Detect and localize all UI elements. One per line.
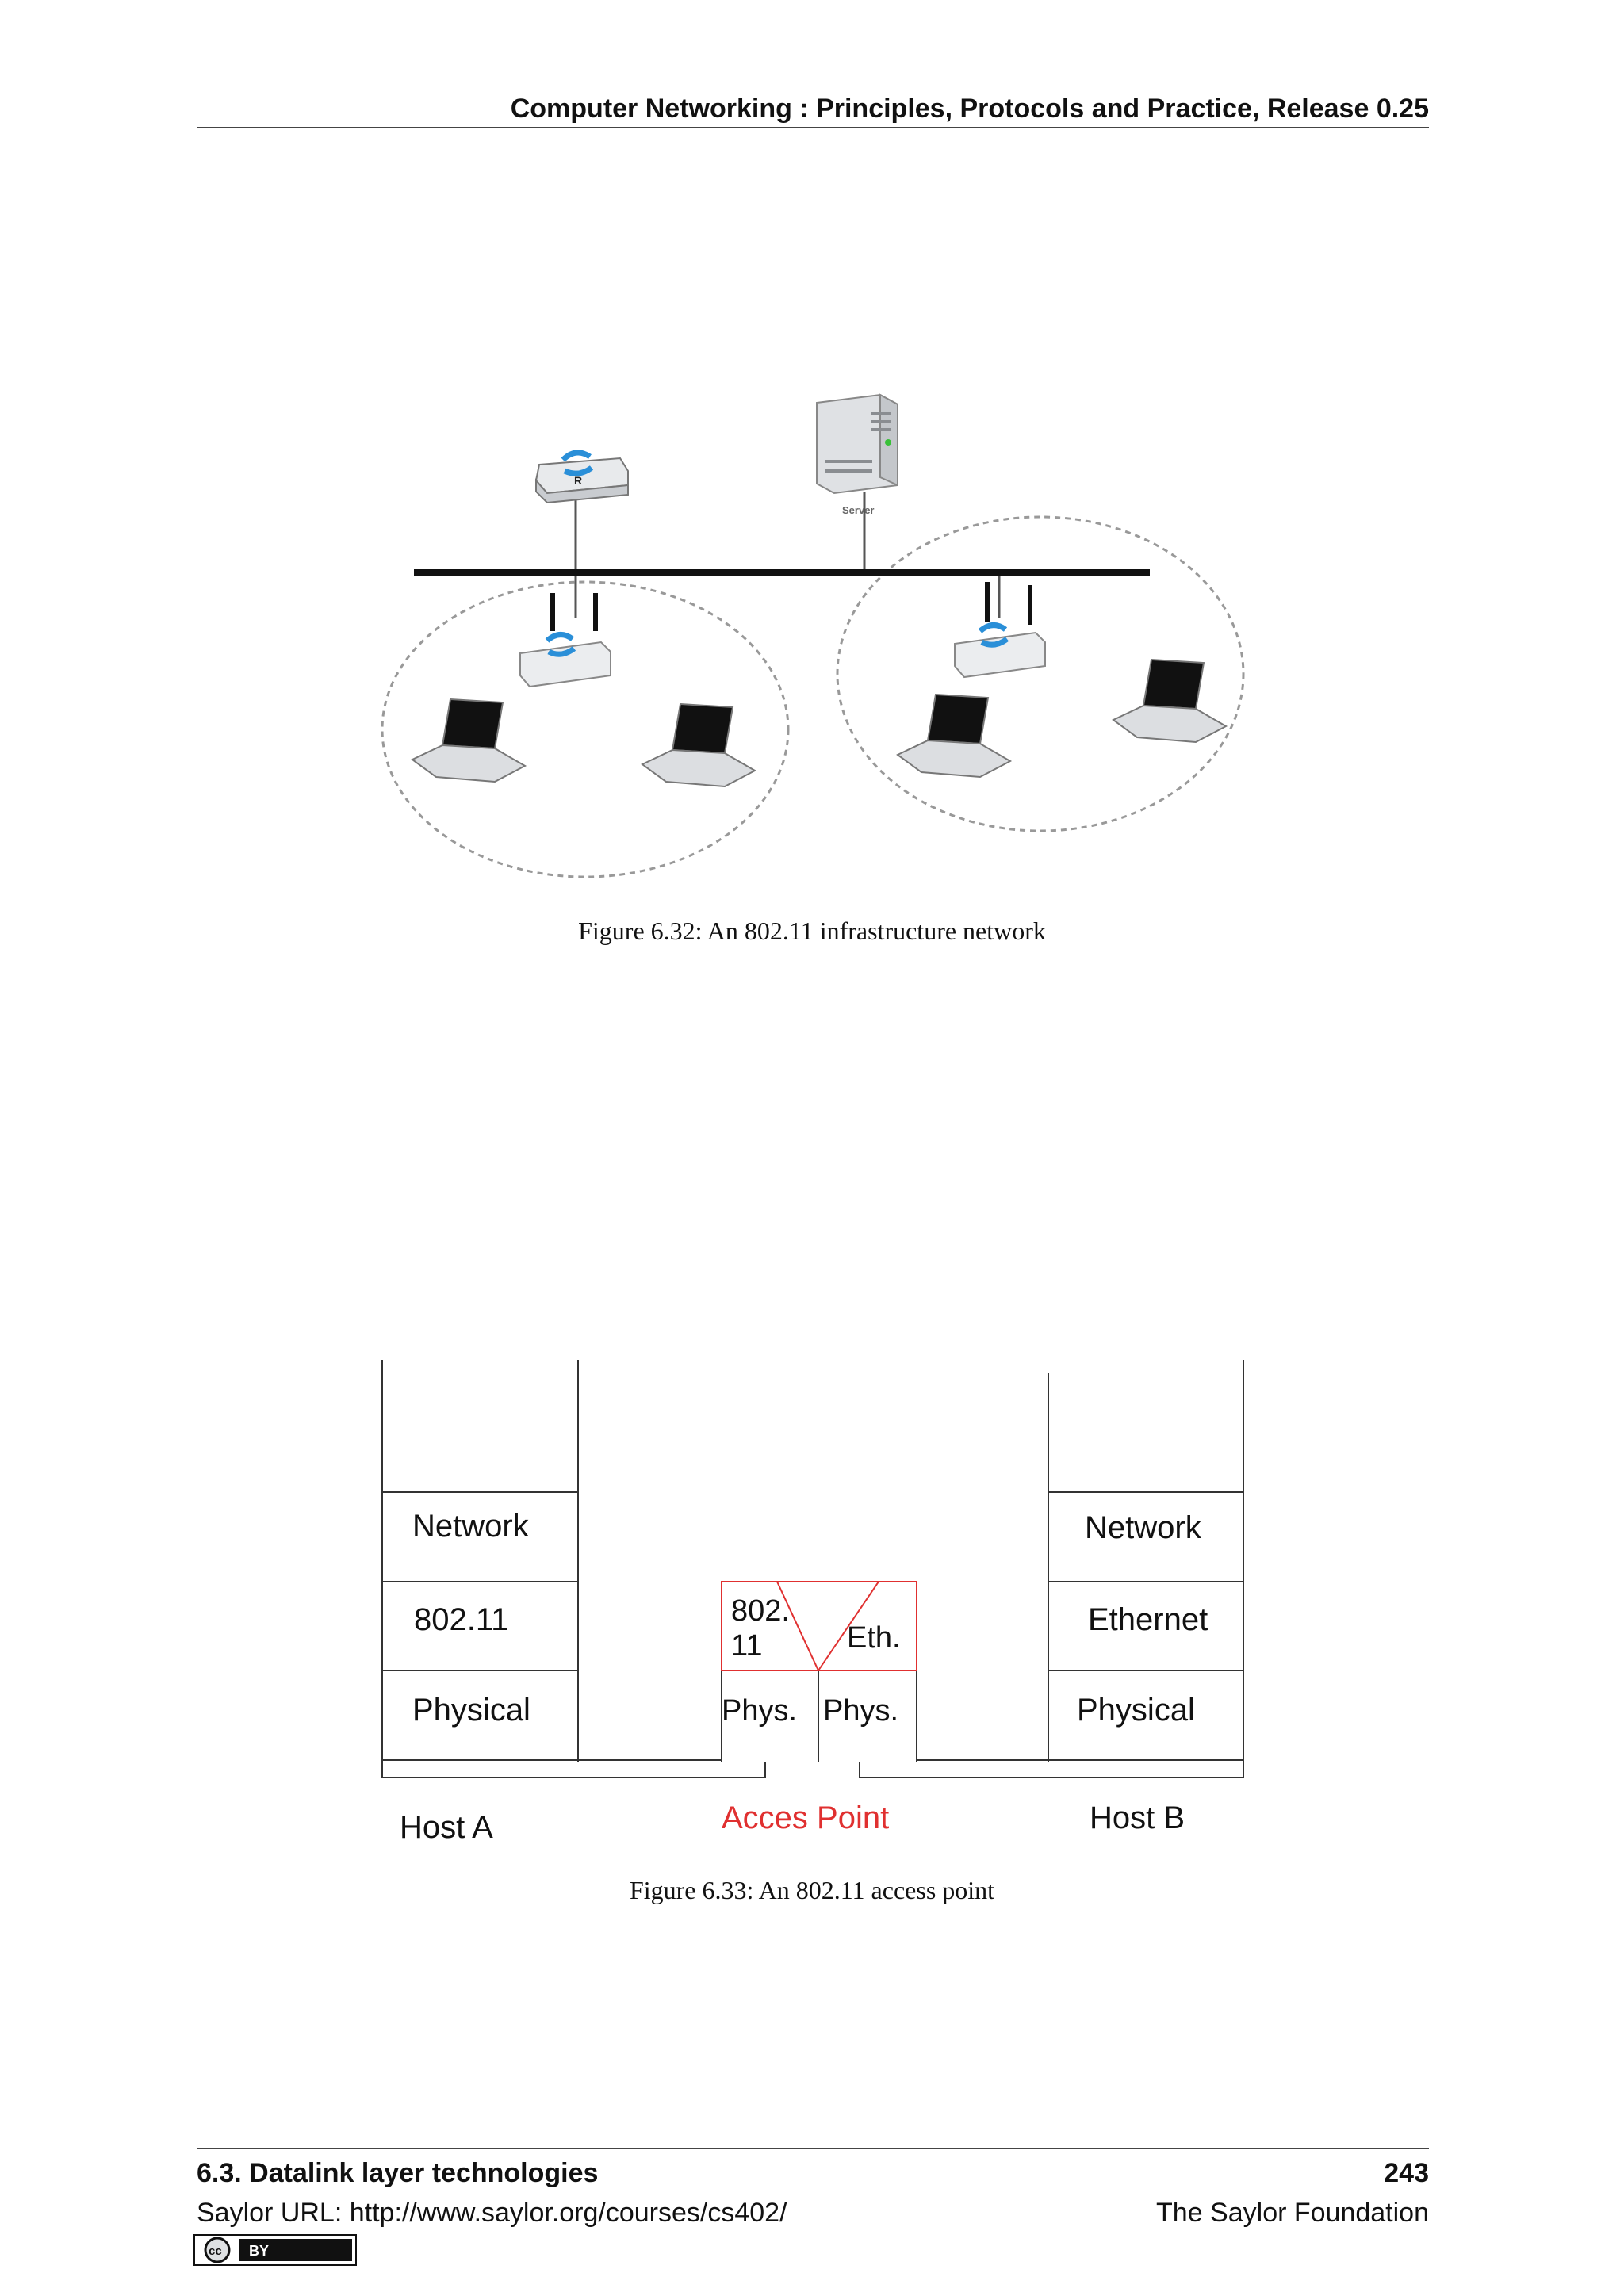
ap-eth-layer: Eth. — [847, 1621, 901, 1655]
cc-by-license-icon: cc BY — [193, 2234, 357, 2266]
header-rule — [197, 127, 1429, 128]
host-a-layer-physical: Physical — [412, 1693, 530, 1728]
server-icon: Server — [816, 393, 898, 571]
server-label: Server — [842, 504, 874, 516]
footer-section-title: 6.3. Datalink layer technologies — [197, 2158, 599, 2188]
access-point-left-icon — [519, 576, 611, 688]
page-number: 243 — [1384, 2158, 1429, 2188]
host-a-layer-80211: 802.11 — [414, 1602, 508, 1637]
footer-section-row: 6.3. Datalink layer technologies 243 — [197, 2156, 1429, 2190]
bss-coverage-right — [836, 515, 1245, 832]
laptop-icon — [1112, 658, 1228, 744]
ap-phys-left: Phys. — [722, 1694, 797, 1728]
footer-url: Saylor URL: http://www.saylor.org/course… — [197, 2198, 787, 2228]
host-b-label: Host B — [1090, 1800, 1185, 1835]
figure-caption-6-32: Figure 6.32: An 802.11 infrastructure ne… — [578, 916, 1046, 945]
router-icon: R — [534, 450, 629, 571]
bss-coverage-left — [381, 580, 790, 878]
ap-phys-right: Phys. — [823, 1694, 898, 1728]
running-header: Computer Networking : Principles, Protoc… — [510, 94, 1429, 124]
relay-layer-box — [721, 1581, 917, 1671]
footer-publisher: The Saylor Foundation — [1156, 2198, 1429, 2228]
license-badge-text: BY — [249, 2243, 269, 2259]
figure-infrastructure-network: R Server — [381, 393, 1245, 878]
ap-wifi-layer-line2: 11 — [731, 1629, 762, 1663]
access-point-label: Acces Point — [722, 1800, 889, 1835]
host-a-layer-network: Network — [412, 1509, 530, 1544]
footer-rule — [197, 2148, 1429, 2149]
svg-text:cc: cc — [209, 2244, 222, 2258]
figure-caption-6-33: Figure 6.33: An 802.11 access point — [629, 1876, 995, 1904]
footer-source-row: Saylor URL: http://www.saylor.org/course… — [197, 2196, 1429, 2229]
ap-wifi-layer-line1: 802. — [731, 1594, 790, 1628]
figure-access-point-stack: Network 802.11 Physical Host A 802. 11 E… — [381, 1360, 1244, 1845]
access-point-right-icon — [954, 576, 1046, 679]
router-label: R — [574, 474, 582, 487]
host-a-label: Host A — [400, 1810, 493, 1845]
laptop-icon — [411, 698, 527, 783]
host-b-layer-ethernet: Ethernet — [1088, 1602, 1208, 1637]
laptop-icon — [896, 693, 1013, 779]
host-b-layer-network: Network — [1085, 1510, 1202, 1545]
host-b-layer-physical: Physical — [1077, 1693, 1195, 1728]
laptop-icon — [641, 702, 757, 788]
